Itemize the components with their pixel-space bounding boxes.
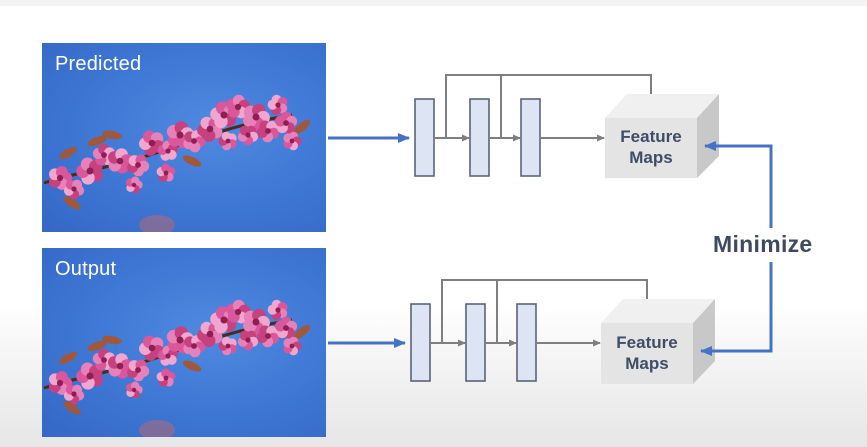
feature-maps-label-line2: Maps <box>629 148 673 167</box>
skip-connection <box>441 279 651 343</box>
minimize-arrow-bottom <box>700 262 773 356</box>
feature-maps-cube-top <box>605 94 719 178</box>
top-strip <box>0 0 867 6</box>
predicted-label: Predicted <box>55 53 142 75</box>
minimize-label: Minimize <box>713 231 813 257</box>
output-image: Output <box>42 248 326 437</box>
layer-1-bottom <box>410 303 431 382</box>
feature-maps-label-line2: Maps <box>625 354 669 373</box>
output-label: Output <box>55 258 117 280</box>
feature-maps-label-line1: Feature <box>620 127 682 146</box>
layer-2-top <box>469 98 490 177</box>
cherry-blossom-branch <box>43 94 311 232</box>
feature-maps-cube-bottom <box>601 299 715 384</box>
cherry-blossom-branch <box>43 299 311 437</box>
feature-maps-label-line1: Feature <box>616 333 678 352</box>
layer-3-top <box>520 98 541 177</box>
feature-maps-label-bottom: Feature Maps <box>599 332 695 374</box>
predicted-image: Predicted <box>42 43 326 232</box>
layer-1-top <box>414 98 435 177</box>
feature-maps-label-top: Feature Maps <box>603 126 699 168</box>
layer-3-bottom <box>516 303 537 382</box>
skip-connection <box>445 74 655 138</box>
minimize-arrow-top <box>704 141 773 228</box>
layer-2-bottom <box>465 303 486 382</box>
